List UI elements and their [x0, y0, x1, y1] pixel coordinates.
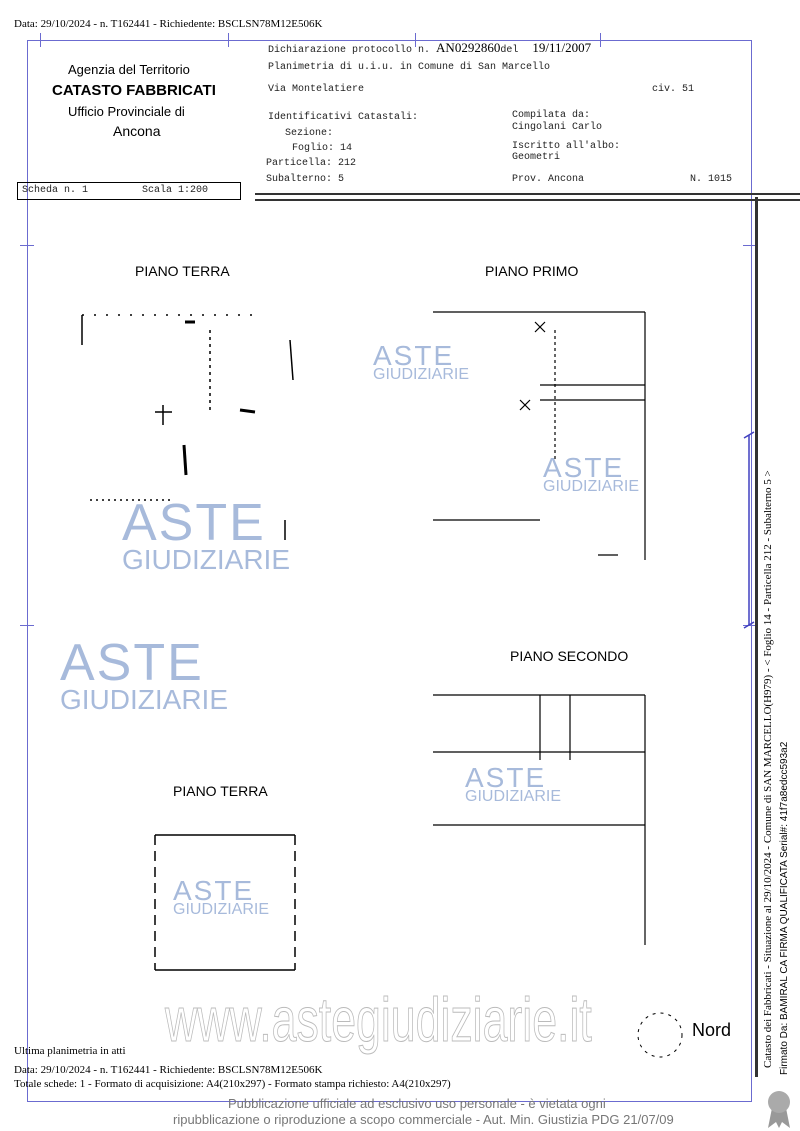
- plan-piano-terra-2: [154, 834, 296, 971]
- address: Via Montelatiere: [268, 84, 365, 95]
- scheda-number: Scheda n. 1: [22, 185, 89, 196]
- watermark-aste: ASTE: [60, 634, 204, 692]
- publication-notice-1: Pubblicazione ufficiale ad esclusivo uso…: [228, 1096, 606, 1111]
- frame-tick: [40, 33, 41, 47]
- iscritto-label: Iscritto all'albo:: [512, 141, 621, 152]
- agency-name: Agenzia del Territorio: [68, 62, 190, 77]
- side-scale-bar: [743, 431, 755, 629]
- albo: Geometri: [512, 152, 561, 163]
- watermark-giudiziarie: GIUDIZIARIE: [60, 683, 229, 715]
- plan-title-piano-terra-2: PIANO TERRA: [173, 783, 268, 799]
- office-city: Ancona: [113, 123, 161, 139]
- watermark-aste: ASTE: [173, 875, 255, 906]
- particella: Particella: 212: [266, 158, 357, 169]
- scheda-box: Scheda n. 1 Scala 1:200: [17, 182, 241, 200]
- north-label: Nord: [692, 1020, 732, 1040]
- ident-label: Identificativi Catastali:: [268, 112, 419, 123]
- side-catasto-info: Catasto dei Fabbricati - Situazione al 2…: [762, 470, 774, 1068]
- frame-tick: [20, 245, 34, 246]
- frame-tick: [228, 33, 229, 47]
- request-info-bottom: Data: 29/10/2024 - n. T162441 - Richiede…: [14, 1064, 323, 1076]
- header-rule: [255, 193, 800, 201]
- protocol-number: AN0292860: [436, 40, 501, 55]
- watermark-aste: ASTE: [543, 452, 625, 483]
- frame-tick: [743, 625, 757, 626]
- watermark-aste: ASTE: [122, 494, 266, 552]
- subalterno: Subalterno: 5: [266, 174, 345, 185]
- frame-tick: [20, 625, 34, 626]
- plan-piano-primo: [433, 311, 646, 560]
- foglio: Foglio: 14: [292, 143, 353, 154]
- protocol-date: 19/11/2007: [532, 40, 592, 55]
- registration-number: N. 1015: [690, 174, 733, 185]
- compilata-label: Compilata da:: [512, 110, 591, 121]
- plan-title-piano-terra: PIANO TERRA: [135, 263, 230, 279]
- sezione: Sezione:: [285, 128, 334, 139]
- plan-piano-terra: [81, 314, 294, 540]
- frame-tick: [600, 33, 601, 47]
- frame-tick: [415, 33, 416, 47]
- north-arrow: [637, 1012, 683, 1058]
- schede-summary: Totale schede: 1 - Formato di acquisizio…: [14, 1078, 451, 1090]
- side-rule: [755, 197, 758, 1077]
- protocol-label: Dichiarazione protocollo n.: [268, 45, 431, 56]
- civic-number: civ. 51: [652, 84, 695, 95]
- last-plan-note: Ultima planimetria in atti: [14, 1045, 126, 1057]
- frame-tick: [743, 245, 757, 246]
- watermark-giudiziarie: GIUDIZIARIE: [173, 901, 270, 919]
- site-watermark: www.astegiudiziarie.it: [165, 986, 592, 1056]
- compilatore: Cingolani Carlo: [512, 122, 603, 133]
- catasto-title: CATASTO FABBRICATI: [52, 82, 216, 99]
- watermark-giudiziarie: GIUDIZIARIE: [122, 543, 291, 575]
- watermark-giudiziarie: GIUDIZIARIE: [543, 478, 640, 496]
- publication-notice-2: ripubblicazione o riproduzione a scopo c…: [173, 1112, 674, 1127]
- plan-piano-secondo: [433, 694, 646, 945]
- watermark-giudiziarie: GIUDIZIARIE: [465, 788, 562, 806]
- watermark-giudiziarie: GIUDIZIARIE: [373, 366, 470, 384]
- side-signature-info: Firmato Da: BAMIRAL CA FIRMA QUALIFICATA…: [779, 741, 790, 1075]
- drawing-frame: [27, 40, 752, 1102]
- plan-title-piano-secondo: PIANO SECONDO: [510, 648, 629, 664]
- provincia: Prov. Ancona: [512, 174, 585, 185]
- office-label: Ufficio Provinciale di: [68, 104, 185, 119]
- scale: Scala 1:200: [142, 185, 209, 196]
- protocol-del: del: [500, 45, 519, 56]
- watermark-aste: ASTE: [465, 762, 547, 793]
- certificate-seal-icon: [768, 1091, 790, 1128]
- watermark-aste: ASTE: [373, 340, 455, 371]
- planimetria-label: Planimetria di u.i.u. in Comune di San M…: [268, 62, 551, 73]
- plan-title-piano-primo: PIANO PRIMO: [485, 263, 579, 279]
- request-info-top: Data: 29/10/2024 - n. T162441 - Richiede…: [14, 18, 323, 30]
